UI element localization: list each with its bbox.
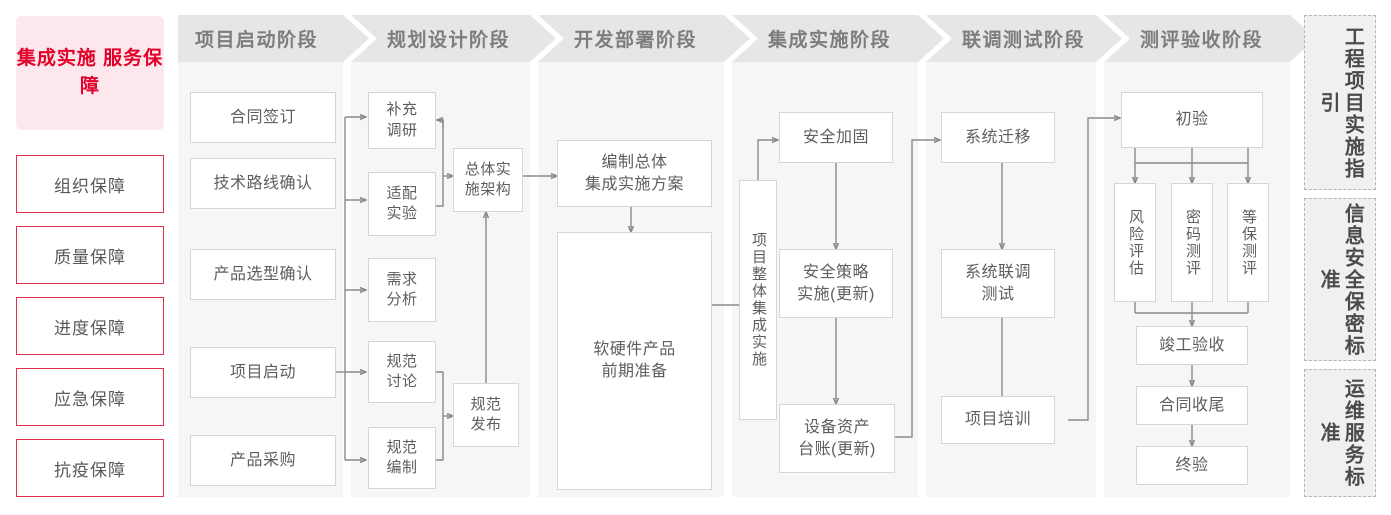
node-crypto-evaluation[interactable]: 密码测评 <box>1171 183 1213 302</box>
node-project-training[interactable]: 项目培训 <box>941 396 1055 444</box>
phase-header-acceptance[interactable]: 测评验收阶段 <box>1104 15 1316 62</box>
node-contract-closure[interactable]: 合同收尾 <box>1136 386 1248 425</box>
node-contract-signing[interactable]: 合同签订 <box>190 92 336 143</box>
phase-header-deploy[interactable]: 开发部署阶段 <box>538 15 750 62</box>
node-spec-discussion[interactable]: 规范 讨论 <box>368 341 436 403</box>
standard-infosec-confidentiality[interactable]: 信息安全保密标准 <box>1304 198 1376 361</box>
phase-header-jointtest[interactable]: 联调测试阶段 <box>926 15 1122 62</box>
node-security-policy-update[interactable]: 安全策略 实施(更新) <box>779 249 893 318</box>
standard-ops-service[interactable]: 运维服务标准 <box>1304 369 1376 497</box>
standard-engineering-guideline[interactable]: 工程项目实施指引 <box>1304 15 1376 190</box>
node-system-migration[interactable]: 系统迁移 <box>941 112 1055 163</box>
guarantee-item-organization[interactable]: 组织保障 <box>16 155 164 213</box>
node-joint-debug-test[interactable]: 系统联调 测试 <box>941 249 1055 318</box>
node-final-acceptance[interactable]: 终验 <box>1136 446 1248 485</box>
node-overall-architecture[interactable]: 总体实 施架构 <box>453 148 523 212</box>
node-initial-acceptance[interactable]: 初验 <box>1121 92 1263 148</box>
node-security-hardening[interactable]: 安全加固 <box>779 112 893 163</box>
guarantee-item-schedule[interactable]: 进度保障 <box>16 297 164 355</box>
node-risk-assessment[interactable]: 风险评估 <box>1114 183 1156 302</box>
phase-header-start[interactable]: 项目启动阶段 <box>178 15 369 62</box>
phase-header-integrate[interactable]: 集成实施阶段 <box>732 15 944 62</box>
node-product-selection[interactable]: 产品选型确认 <box>190 249 336 300</box>
node-requirement-analysis[interactable]: 需求 分析 <box>368 258 436 322</box>
phase-header-planning[interactable]: 规划设计阶段 <box>351 15 556 62</box>
node-project-kickoff[interactable]: 项目启动 <box>190 347 336 398</box>
node-overall-project-integration[interactable]: 项目整体集成实施 <box>739 180 777 420</box>
node-product-purchase[interactable]: 产品采购 <box>190 435 336 486</box>
guarantee-item-emergency[interactable]: 应急保障 <box>16 368 164 426</box>
node-mlps-evaluation[interactable]: 等保测评 <box>1227 183 1269 302</box>
guarantee-item-epidemic[interactable]: 抗疫保障 <box>16 439 164 497</box>
node-asset-ledger-update[interactable]: 设备资产 台账(更新) <box>779 404 895 473</box>
node-spec-release[interactable]: 规范 发布 <box>453 383 519 447</box>
node-supplementary-research[interactable]: 补充 调研 <box>368 92 436 149</box>
node-adaptation-experiment[interactable]: 适配 实验 <box>368 172 436 236</box>
node-hw-sw-preparation[interactable]: 软硬件产品 前期准备 <box>557 232 712 490</box>
node-final-inspection[interactable]: 竣工验收 <box>1136 326 1248 365</box>
node-overall-integration-plan[interactable]: 编制总体 集成实施方案 <box>557 140 712 207</box>
node-tech-route-confirm[interactable]: 技术路线确认 <box>190 158 336 209</box>
guarantee-item-quality[interactable]: 质量保障 <box>16 226 164 284</box>
hero-title-box: 集成实施 服务保障 <box>16 16 164 130</box>
node-spec-drafting[interactable]: 规范 编制 <box>368 427 436 489</box>
